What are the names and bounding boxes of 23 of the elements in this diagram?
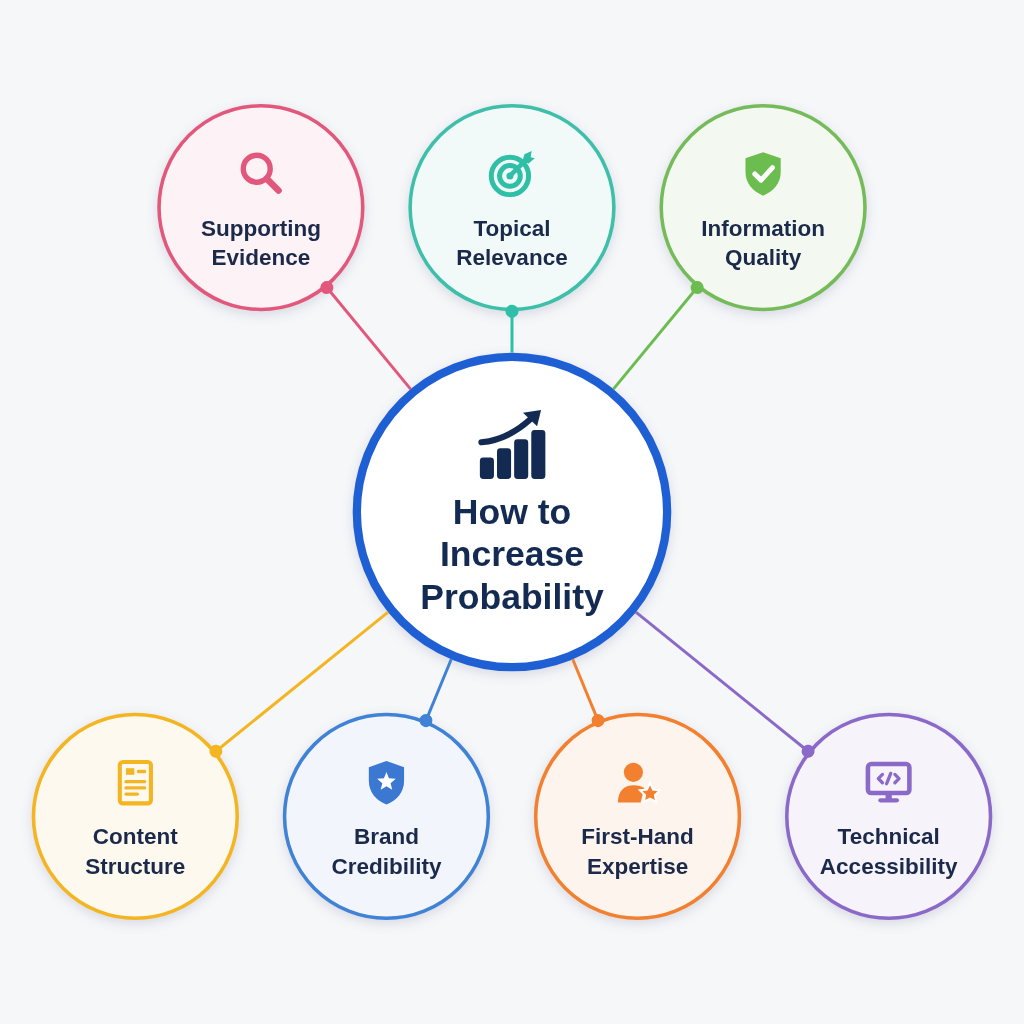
hub-label: How to Increase Probability (419, 490, 605, 619)
topic-label: Brand Credibility (330, 823, 443, 881)
hub-circle (352, 352, 672, 672)
topic-label: Information Quality (700, 214, 826, 272)
topic-circle (31, 712, 239, 921)
connector-line (634, 611, 815, 758)
topic-label: First-Hand Expertise (580, 823, 695, 881)
connector-line (320, 281, 412, 391)
topic-circle (659, 103, 867, 312)
topic-circle (785, 712, 993, 921)
topic-circle (157, 103, 365, 312)
topic-circle (282, 712, 491, 921)
connector-line (505, 304, 519, 353)
connector-line (612, 281, 704, 391)
topic-label: Topical Relevance (455, 214, 569, 272)
topic-circle (533, 712, 742, 921)
topic-label: Supporting Evidence (199, 214, 322, 272)
connector-line (209, 611, 390, 758)
topic-label: Content Structure (84, 823, 187, 881)
connector-line (571, 658, 605, 728)
connector-line (419, 658, 453, 728)
topic-circle (408, 103, 616, 312)
topic-label: Technical Accessibility (818, 823, 959, 881)
